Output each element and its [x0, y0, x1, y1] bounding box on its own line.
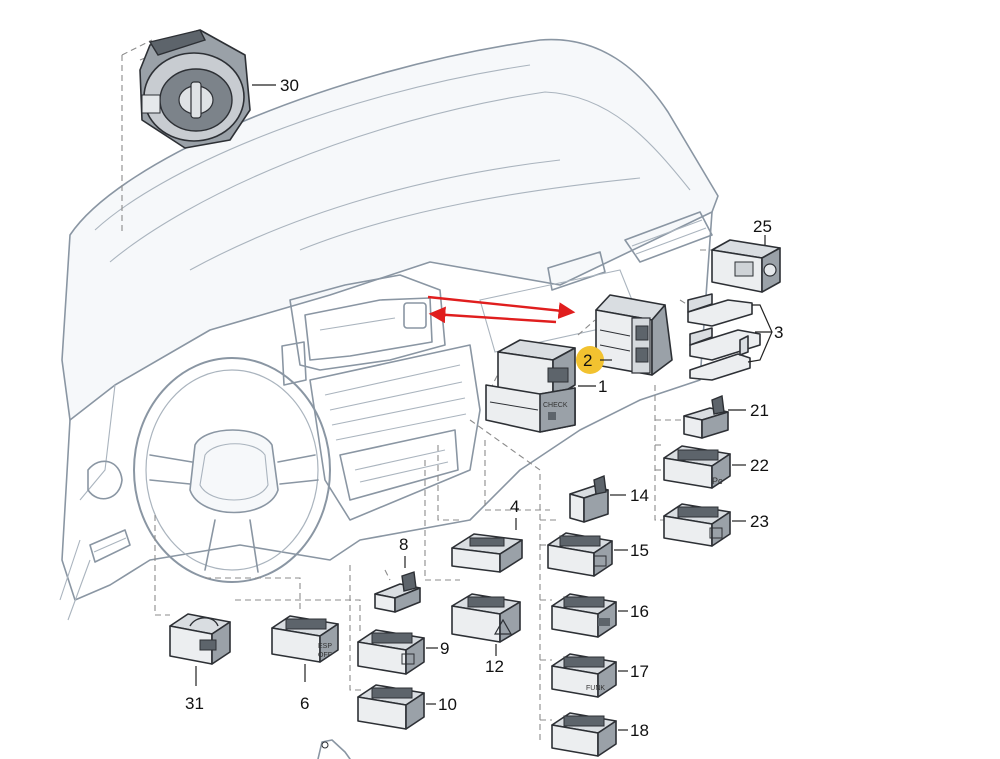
callout-30: 30: [280, 76, 299, 95]
part-18-switch: 18: [551, 712, 649, 757]
arrow-to-part-2: [427, 295, 576, 319]
dashed-leader-lines: [121, 39, 712, 740]
part-30-light-switch: 30: [139, 29, 299, 149]
part-16-switch: 16: [551, 593, 649, 638]
part-22-switch: Pc 22: [663, 445, 769, 489]
part-15-switch: 15: [547, 532, 649, 577]
part-6-esp-off-switch: ESP OFF 6: [271, 615, 339, 713]
red-arrows: [427, 295, 576, 324]
check-label: CHECK: [543, 402, 568, 409]
funk-label: FUNK: [586, 685, 605, 692]
part-8-blank-cover: 8: [374, 535, 421, 613]
pc-label: Pc: [712, 476, 723, 486]
callout-8: 8: [399, 535, 408, 554]
part-17-switch: FUNK 17: [551, 653, 649, 698]
off-label: OFF: [318, 652, 332, 659]
arrow-to-cluster: [428, 306, 557, 324]
part-31-switch: 31: [169, 613, 231, 713]
callout-25: 25: [753, 217, 772, 236]
callout-16: 16: [630, 602, 649, 621]
part-4-switch-panel: 4: [451, 497, 523, 573]
callout-12: 12: [485, 657, 504, 676]
callout-21: 21: [750, 401, 769, 420]
callout-2: 2: [583, 351, 592, 370]
part-21-blank-cover: 21: [683, 395, 769, 439]
callout-22: 22: [750, 456, 769, 475]
callout-18: 18: [630, 721, 649, 740]
part-14-blank-cover: 14: [569, 475, 649, 523]
esp-label: ESP: [318, 643, 332, 650]
callout-1: 1: [598, 377, 607, 396]
part-3-blanking-strips: 3: [687, 293, 783, 381]
part-25-switch: 25: [711, 217, 781, 293]
part-2-switch-module: 2: [576, 294, 673, 376]
callout-9: 9: [440, 639, 449, 658]
part-12-hazard-switch: 12: [451, 593, 521, 676]
callout-14: 14: [630, 486, 649, 505]
callout-31: 31: [185, 694, 204, 713]
partial-part-bottom: [317, 739, 351, 759]
part-10-switch: 10: [357, 684, 457, 730]
callout-6: 6: [300, 694, 309, 713]
callout-15: 15: [630, 541, 649, 560]
callout-23: 23: [750, 512, 769, 531]
part-23-switch: 23: [663, 503, 769, 547]
callout-4: 4: [510, 497, 519, 516]
callout-3: 3: [774, 323, 783, 342]
steering-wheel: [133, 357, 331, 583]
part-9-switch: 9: [357, 629, 449, 675]
callout-10: 10: [438, 695, 457, 714]
part-1-switch-block: CHECK 1: [485, 339, 607, 433]
callout-17: 17: [630, 662, 649, 681]
hazard-icon: [493, 618, 513, 635]
highlight-marker: [576, 346, 604, 374]
